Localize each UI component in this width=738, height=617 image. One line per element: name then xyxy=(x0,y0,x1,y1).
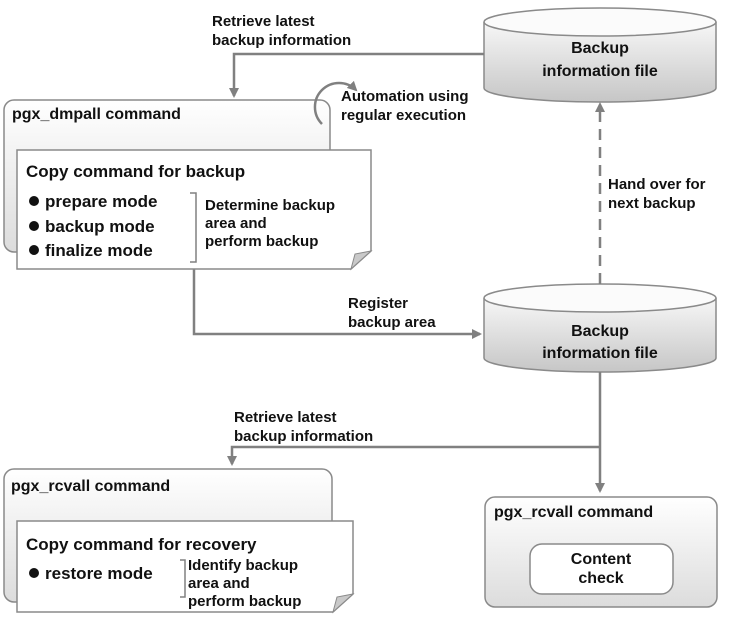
retrieve-top-line1: Retrieve latest xyxy=(212,13,315,30)
dmpall-note-line3: perform backup xyxy=(205,233,318,250)
handover-line1: Hand over for xyxy=(608,176,706,193)
copy-command-recovery-note: Copy command for recovery restore mode I… xyxy=(16,520,355,614)
retrieve-top-line2: backup information xyxy=(212,32,351,49)
mode-restore: restore mode xyxy=(45,564,153,583)
backup-info-file-mid-line1: Backup xyxy=(571,323,629,340)
backup-info-file-top-line1: Backup xyxy=(571,40,629,57)
copy-recovery-title: Copy command for recovery xyxy=(26,535,257,554)
rcvall-note-line2: area and xyxy=(188,575,250,592)
backup-info-file-top-line2: information file xyxy=(542,63,658,80)
bracket xyxy=(180,559,186,598)
content-check-line2: check xyxy=(578,570,623,587)
backup-info-file-mid: Backup information file xyxy=(483,283,717,373)
mode-backup: backup mode xyxy=(45,217,155,236)
arrow-retrieve-top xyxy=(229,52,484,98)
bracket xyxy=(190,192,197,263)
bullet-icon xyxy=(29,245,39,255)
arrow-register xyxy=(192,258,482,339)
automation-line2: regular execution xyxy=(341,107,466,124)
backup-info-file-top: Backup information file xyxy=(483,7,717,103)
rcvall-note-line1: Identify backup xyxy=(188,557,298,574)
dmpall-title: pgx_dmpall command xyxy=(12,106,181,123)
rcvall-note-line3: perform backup xyxy=(188,593,301,610)
rcvall-right-panel: pgx_rcvall command Content check xyxy=(484,496,718,608)
bullet-icon xyxy=(29,221,39,231)
retrieve-bottom-line1: Retrieve latest xyxy=(234,409,337,426)
bullet-icon xyxy=(29,568,39,578)
bullet-icon xyxy=(29,196,39,206)
backup-info-file-mid-line2: information file xyxy=(542,345,658,362)
rcvall-right-title: pgx_rcvall command xyxy=(494,504,653,521)
register-line2: backup area xyxy=(348,314,436,331)
mode-prepare: prepare mode xyxy=(45,192,157,211)
automation-loop-icon xyxy=(313,80,358,125)
rcvall-left-title: pgx_rcvall command xyxy=(11,478,170,495)
handover-line2: next backup xyxy=(608,195,696,212)
mode-finalize: finalize mode xyxy=(45,241,153,260)
arrow-retrieve-bottom xyxy=(227,445,600,466)
copy-backup-title: Copy command for backup xyxy=(26,162,245,181)
dmpall-note-line2: area and xyxy=(205,215,267,232)
content-check-line1: Content xyxy=(571,551,632,568)
dmpall-note-line1: Determine backup xyxy=(205,197,335,214)
content-check-box xyxy=(529,543,674,595)
register-line1: Register xyxy=(348,295,408,312)
automation-line1: Automation using xyxy=(341,88,469,105)
retrieve-bottom-line2: backup information xyxy=(234,428,373,445)
copy-command-backup-note: Copy command for backup prepare mode bac… xyxy=(16,149,373,271)
